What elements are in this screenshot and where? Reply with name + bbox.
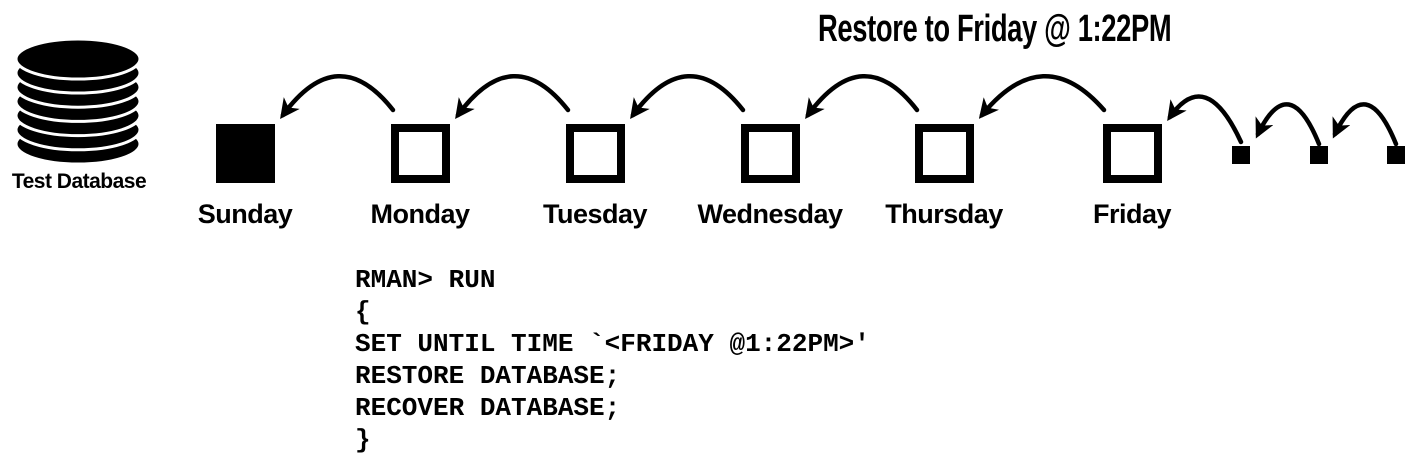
day-label: Friday xyxy=(1092,199,1172,229)
rman-code-line: SET UNTIL TIME `<FRIDAY @1:22PM>' xyxy=(355,329,870,359)
rman-code-block: RMAN> RUN{SET UNTIL TIME `<FRIDAY @1:22P… xyxy=(355,264,870,456)
day-item-sunday: Sunday xyxy=(155,124,335,230)
restore-arrow-log3-to-log2 xyxy=(1332,102,1399,147)
diagram-title: Restore to Friday @ 1:22PM xyxy=(818,8,1172,50)
test-database-label: Test Database xyxy=(11,170,147,193)
restore-arrow-wednesday-to-tuesday xyxy=(630,74,746,119)
database-cylinder-icon xyxy=(14,37,142,166)
backup-square xyxy=(740,124,800,183)
day-label: Tuesday xyxy=(542,199,648,229)
rman-code-line: RECOVER DATABASE; xyxy=(355,393,621,423)
rman-code-line: { xyxy=(355,297,371,327)
incremental-backup-square xyxy=(1232,146,1250,164)
full-backup-square xyxy=(215,124,275,183)
day-item-thursday: Thursday xyxy=(854,124,1034,230)
day-label: Sunday xyxy=(197,199,293,229)
rman-code-line: RESTORE DATABASE; xyxy=(355,361,621,391)
restore-arrow-thursday-to-wednesday xyxy=(805,74,920,119)
restore-arrow-log2-to-log1 xyxy=(1255,102,1322,147)
day-item-monday: Monday xyxy=(330,124,510,230)
day-item-wednesday: Wednesday xyxy=(680,124,860,230)
backup-square xyxy=(1102,124,1162,183)
restore-arrow-friday-to-thursday xyxy=(978,74,1107,119)
incremental-backup-square xyxy=(1310,146,1328,164)
incremental-backup-square xyxy=(1387,146,1405,164)
restore-arrow-tuesday-to-monday xyxy=(455,74,571,119)
day-label: Monday xyxy=(370,199,470,229)
day-label: Wednesday xyxy=(697,199,843,229)
day-label: Thursday xyxy=(885,199,1003,229)
rman-code-line: } xyxy=(355,425,371,455)
day-item-friday: Friday xyxy=(1042,124,1222,230)
backup-square xyxy=(565,124,625,183)
restore-arrow-monday-to-sunday xyxy=(280,74,396,119)
backup-square xyxy=(390,124,450,183)
backup-square xyxy=(914,124,974,183)
rman-code-line: RMAN> RUN xyxy=(355,265,496,295)
day-item-tuesday: Tuesday xyxy=(505,124,685,230)
